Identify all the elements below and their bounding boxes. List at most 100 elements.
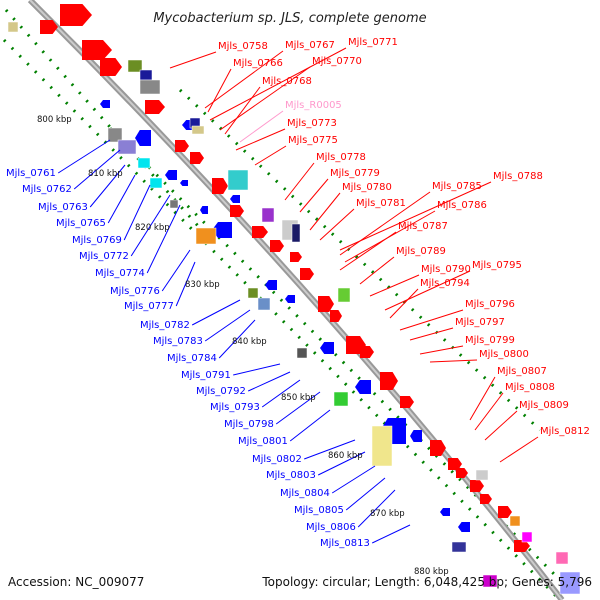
- ruler-tick-7: 870 kbp: [370, 509, 405, 519]
- label-Mjls_0777: Mjls_0777: [124, 301, 174, 312]
- leader-Mjls_0793: [261, 379, 301, 408]
- leader-Mjls_0766: [207, 68, 232, 113]
- reverse-gene-9: [355, 380, 371, 394]
- forward-gene-0: [60, 4, 92, 26]
- label-Mjls_0808: Mjls_0808: [505, 382, 555, 393]
- leader-Mjls_0761: [57, 139, 111, 174]
- leader-Mjls_0775: [254, 145, 287, 166]
- forward-gene-9: [300, 268, 314, 280]
- leader-Mjls_0770: [219, 66, 311, 131]
- forward-gene-6: [230, 205, 244, 217]
- label-Mjls_0769: Mjls_0769: [72, 235, 122, 246]
- reverse-gene-5: [230, 195, 240, 203]
- forward-gene-2: [100, 58, 122, 76]
- leader-Mjls_0782: [191, 299, 241, 326]
- forward-gene-14: [448, 458, 462, 470]
- leader-Mjls_0785: [339, 191, 431, 256]
- leader-Mjls_0794: [389, 288, 419, 319]
- feature-box-4: [107, 127, 123, 143]
- leader-Mjls_0768: [224, 86, 261, 135]
- leader-Mjls_0807: [469, 376, 496, 421]
- feature-box-10: [227, 169, 249, 191]
- feature-box-3: [139, 79, 161, 95]
- ruler-tick-2: 820 kbp: [135, 223, 170, 233]
- reverse-gene-4: [212, 222, 232, 238]
- reverse-gene-12: [440, 508, 450, 516]
- leader-Mjls_0765: [107, 174, 136, 224]
- label-Mjls_0809: Mjls_0809: [519, 400, 569, 411]
- forward-gene-23: [400, 396, 414, 408]
- label-Mjls_0770: Mjls_0770: [312, 56, 362, 67]
- leader-Mjls_0805: [345, 477, 386, 511]
- label-Mjls_0788: Mjls_0788: [493, 171, 543, 182]
- ruler-tick-0: 800 kbp: [37, 115, 72, 125]
- leader-Mjls_0800: [429, 359, 478, 363]
- leader-Mjls_0798: [275, 391, 321, 425]
- leader-Mjls_0758: [169, 51, 217, 69]
- label-Mjls_0798: Mjls_0798: [224, 419, 274, 430]
- forward-gene-17: [514, 540, 530, 552]
- label-Mjls_0765: Mjls_0765: [56, 218, 106, 229]
- label-Mjls_0775: Mjls_0775: [288, 135, 338, 146]
- reverse-gene-7: [285, 295, 295, 303]
- label-Mjls_0761: Mjls_0761: [6, 168, 56, 179]
- label-Mjls_0791: Mjls_0791: [181, 370, 231, 381]
- label-Mjls_0776: Mjls_0776: [110, 286, 160, 297]
- reverse-gene-13: [458, 522, 470, 532]
- feature-box-5: [117, 139, 137, 155]
- leader-Mjls_0808: [474, 392, 504, 431]
- forward-gene-12: [380, 372, 398, 390]
- forward-gene-20: [290, 252, 302, 262]
- feature-box-24: [521, 531, 533, 543]
- label-Mjls_R0005: Mjls_R0005: [285, 100, 342, 111]
- forward-gene-24: [456, 468, 468, 478]
- feature-box-11: [195, 227, 217, 245]
- leader-Mjls_0767: [204, 50, 284, 109]
- label-Mjls_0766: Mjls_0766: [233, 58, 283, 69]
- label-Mjls_0800: Mjls_0800: [479, 349, 529, 360]
- forward-gene-8: [270, 240, 284, 252]
- label-Mjls_0784: Mjls_0784: [167, 353, 217, 364]
- forward-gene-4: [190, 152, 204, 164]
- forward-gene-7: [252, 226, 268, 238]
- label-Mjls_0780: Mjls_0780: [342, 182, 392, 193]
- leader-Mjls_0803: [317, 451, 366, 476]
- leader-Mjls_0789: [359, 256, 395, 285]
- label-Mjls_0802: Mjls_0802: [252, 454, 302, 465]
- label-Mjls_0772: Mjls_0772: [79, 251, 129, 262]
- label-Mjls_0790: Mjls_0790: [421, 264, 471, 275]
- feature-box-23: [509, 515, 521, 527]
- feature-box-26: [482, 574, 498, 588]
- label-Mjls_0797: Mjls_0797: [455, 317, 505, 328]
- ruler-tick-1: 810 kbp: [88, 169, 123, 179]
- reverse-gene-6: [265, 280, 277, 290]
- genome-backbone-highlight: [29, 0, 563, 600]
- ruler-tick-6: 860 kbp: [328, 451, 363, 461]
- label-Mjls_0779: Mjls_0779: [330, 168, 380, 179]
- label-Mjls_0786: Mjls_0786: [437, 200, 487, 211]
- feature-box-1: [127, 59, 143, 73]
- leader-Mjls_0804: [331, 465, 376, 494]
- leader-Mjls_0779: [299, 178, 329, 213]
- label-Mjls_0763: Mjls_0763: [38, 202, 88, 213]
- leader-Mjls_0809: [484, 410, 518, 441]
- label-Mjls_0813: Mjls_0813: [320, 538, 370, 549]
- reverse-gene-15: [180, 180, 188, 186]
- forward-gene-15: [470, 480, 484, 492]
- leader-Mjls_0783: [204, 309, 251, 342]
- label-Mjls_0767: Mjls_0767: [285, 40, 335, 51]
- reverse-gene-1: [135, 130, 151, 146]
- leader-Mjls_0762: [73, 149, 121, 190]
- forward-gene-5: [212, 178, 228, 194]
- leader-Mjls_0796: [399, 309, 464, 331]
- leader-Mjls_0772: [130, 194, 171, 257]
- leader-Mjls_0788: [339, 181, 492, 251]
- feature-box-25: [451, 541, 467, 553]
- forward-gene-13: [430, 440, 446, 456]
- label-Mjls_0778: Mjls_0778: [316, 152, 366, 163]
- feature-box-2: [139, 69, 153, 81]
- feature-box-22: [475, 469, 489, 481]
- leader-Mjls_0813: [371, 524, 411, 544]
